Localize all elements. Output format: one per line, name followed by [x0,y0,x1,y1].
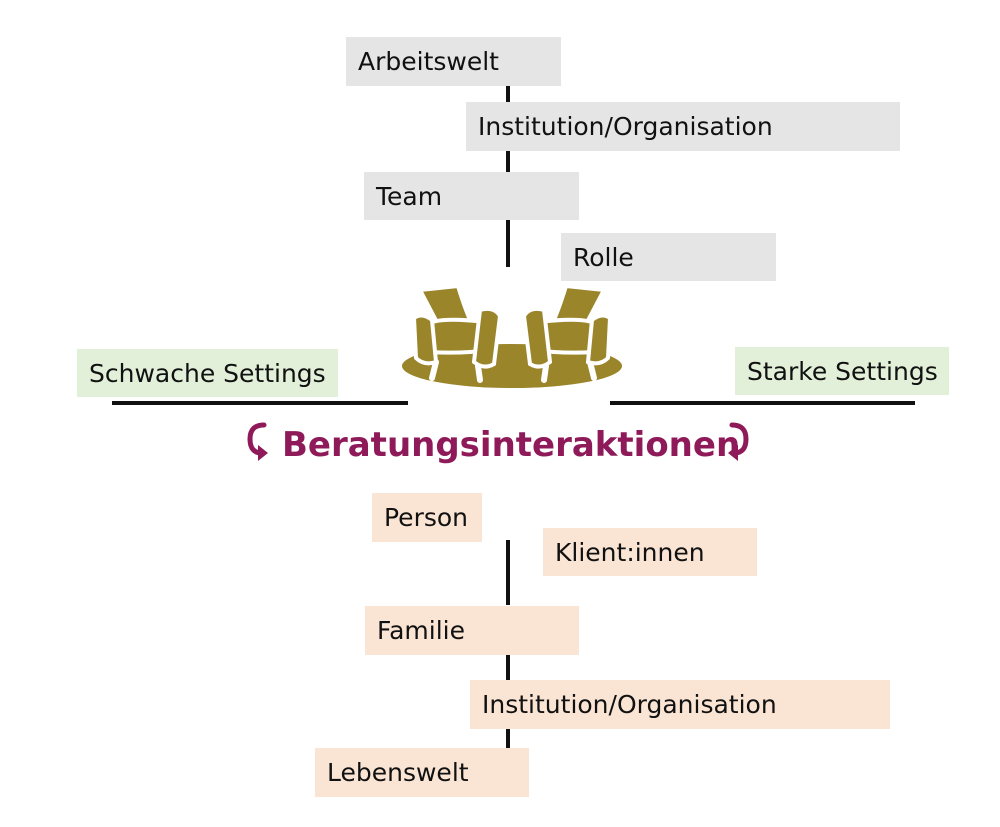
bottom-axis-segment [506,540,510,605]
box-institution-bottom-label: Institution/Organisation [482,690,777,719]
box-team: Team [364,172,579,220]
top-axis-segment [506,151,510,172]
box-team-label: Team [376,181,443,211]
right-armchair-shape [521,283,613,383]
settings-line-left [112,401,408,405]
box-institution-top-label: Institution/Organisation [478,112,773,141]
box-person: Person [372,493,482,542]
diagram-title: Beratungsinteraktionen [282,425,741,465]
box-arbeitswelt: Arbeitswelt [346,37,561,86]
box-klienten: Klient:innen [543,528,757,576]
top-axis-segment [506,86,510,102]
rug-shape [402,344,622,388]
box-starke-settings-label: Starke Settings [747,356,938,386]
box-arbeitswelt-label: Arbeitswelt [358,47,499,76]
box-familie: Familie [365,606,579,655]
box-rolle-label: Rolle [573,242,634,272]
box-lebenswelt-label: Lebenswelt [327,758,469,787]
box-familie-label: Familie [377,616,465,645]
box-institution-bottom: Institution/Organisation [470,680,890,729]
curved-arrow-left-icon [247,422,268,461]
box-klienten-label: Klient:innen [555,537,705,567]
box-institution-top: Institution/Organisation [466,102,900,151]
settings-line-right [610,401,915,405]
bottom-axis-segment [506,655,510,680]
armchairs-on-rug-icon [402,283,622,388]
left-armchair-shape [411,283,503,383]
box-person-label: Person [384,503,469,532]
box-schwache-settings-label: Schwache Settings [89,358,326,388]
top-axis-segment [506,220,510,267]
box-starke-settings: Starke Settings [735,347,949,395]
box-rolle: Rolle [561,233,776,281]
box-lebenswelt: Lebenswelt [315,748,529,797]
curved-arrow-right-icon [728,422,749,461]
box-schwache-settings: Schwache Settings [77,349,338,397]
bottom-axis-segment [506,729,510,748]
